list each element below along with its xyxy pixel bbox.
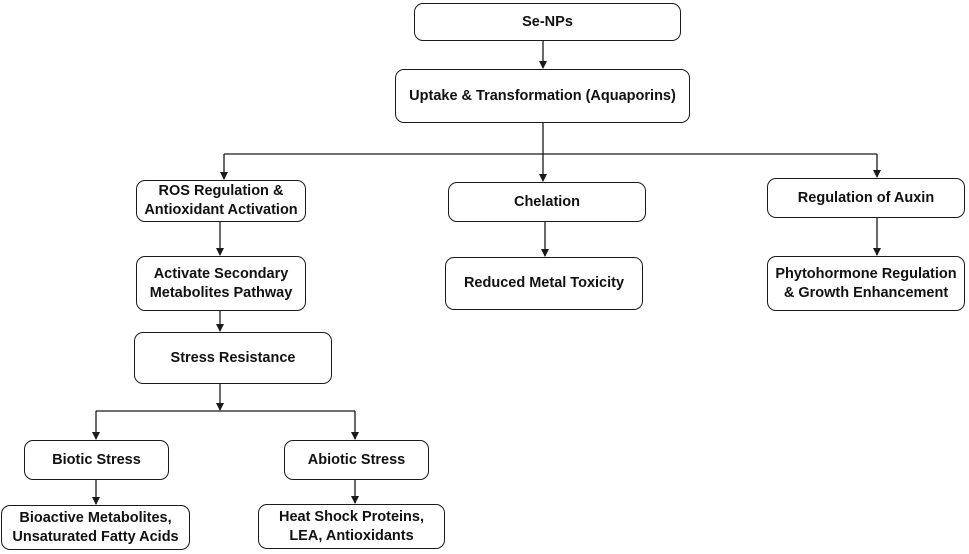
node-se-nps: Se-NPs xyxy=(414,3,681,41)
node-abiotic-stress: Abiotic Stress xyxy=(284,440,429,480)
node-ros-regulation: ROS Regulation & Antioxidant Activation xyxy=(136,180,306,222)
node-chelation: Chelation xyxy=(448,182,646,222)
node-uptake-transformation: Uptake & Transformation (Aquaporins) xyxy=(395,69,690,123)
node-phytohormone-regulation: Phytohormone Regulation & Growth Enhance… xyxy=(767,256,965,311)
node-secondary-metabolites: Activate Secondary Metabolites Pathway xyxy=(136,256,306,311)
node-regulation-of-auxin: Regulation of Auxin xyxy=(767,178,965,218)
node-reduced-metal-toxicity: Reduced Metal Toxicity xyxy=(445,257,643,310)
node-biotic-stress: Biotic Stress xyxy=(24,440,169,480)
node-stress-resistance: Stress Resistance xyxy=(134,332,332,384)
node-bioactive-metabolites: Bioactive Metabolites, Unsaturated Fatty… xyxy=(1,505,190,550)
node-heat-shock-proteins: Heat Shock Proteins, LEA, Antioxidants xyxy=(258,504,445,549)
